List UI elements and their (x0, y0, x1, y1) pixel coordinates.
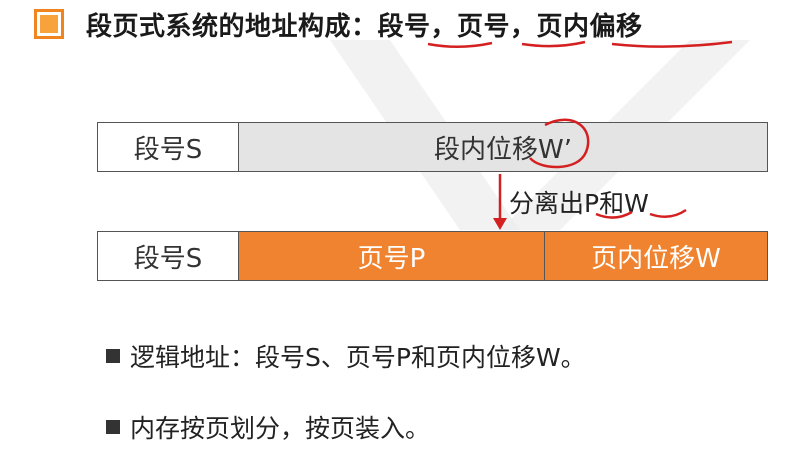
bullet-item: 逻辑地址：段号S、页号P和页内位移W。 (106, 338, 586, 374)
bullet-text: 内存按页划分，按页装入。 (130, 414, 431, 443)
slide-heading: 段页式系统的地址构成：段号，页号，页内偏移 (34, 4, 643, 44)
page-number-cell: 页号P (239, 231, 545, 281)
bullet-text: 逻辑地址：段号S、页号P和页内位移W。 (130, 343, 586, 372)
segment-number-cell: 段号S (97, 122, 239, 172)
bullet-square-icon (106, 349, 120, 363)
logical-address-row: 段号S 段内位移W’ (97, 122, 768, 172)
orange-square-icon (34, 9, 64, 39)
split-annotation-label: 分离出P和W (509, 189, 649, 218)
down-arrow-icon (493, 174, 507, 230)
segment-number-cell-2: 段号S (97, 231, 239, 281)
segmented-paging-address-row: 段号S 页号P 页内位移W (97, 231, 768, 281)
bullet-item: 内存按页划分，按页装入。 (106, 409, 430, 445)
bullet-square-icon (106, 420, 120, 434)
heading-text: 段页式系统的地址构成：段号，页号，页内偏移 (86, 11, 643, 42)
page-offset-cell: 页内位移W (545, 231, 768, 281)
segment-offset-cell: 段内位移W’ (239, 122, 768, 172)
